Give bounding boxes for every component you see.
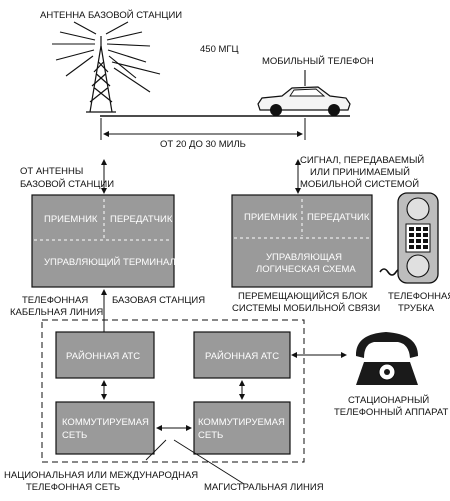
- car-icon: [257, 70, 351, 116]
- switched-right-label-1: КОММУТИРУЕМАЯ: [198, 417, 285, 428]
- signal-label-2: ИЛИ ПРИНИМАЕМЫЙ: [310, 166, 410, 178]
- switched-left-label-2: СЕТЬ: [62, 430, 87, 441]
- base-receiver-label: ПРИЕМНИК: [44, 214, 98, 225]
- network-label-1: НАЦИОНАЛЬНАЯ ИЛИ МЕЖДУНАРОДНАЯ: [4, 470, 198, 481]
- district-right-label: РАЙОННАЯ АТС: [205, 350, 279, 362]
- mobile-unit: [231, 194, 373, 288]
- control-terminal-label: УПРАВЛЯЮЩИЙ ТЕРМИНАЛ: [44, 256, 176, 268]
- frequency-label: 450 МГЦ: [200, 44, 239, 55]
- phone-line-label-2: КАБЕЛЬНАЯ ЛИНИЯ: [10, 307, 103, 318]
- district-exchange-left: [55, 331, 155, 379]
- logic-label-2: ЛОГИЧЕСКАЯ СХЕМА: [256, 264, 356, 275]
- from-antenna-label-2: БАЗОВОЙ СТАНЦИИ: [20, 178, 114, 190]
- switched-network-left: [55, 401, 155, 455]
- mobile-unit-label-1: ПЕРЕМЕЩАЮЩИЙСЯ БЛОК: [238, 290, 368, 302]
- switched-left-label-1: КОММУТИРУЕМАЯ: [62, 417, 149, 428]
- handset-label-1: ТЕЛЕФОННАЯ: [388, 291, 450, 302]
- district-exchange-right: [193, 331, 291, 379]
- switched-network-right: [193, 401, 291, 455]
- handset-label-2: ТРУБКА: [398, 303, 435, 314]
- signal-label-1: СИГНАЛ, ПЕРЕДАВАЕМЫЙ: [300, 154, 424, 166]
- logic-label-1: УПРАВЛЯЮЩАЯ: [266, 252, 342, 263]
- antenna-tower-icon: [86, 36, 116, 113]
- district-left-label: РАЙОННАЯ АТС: [66, 350, 140, 362]
- radio-waves-icon: [52, 21, 161, 93]
- distance-label: ОТ 20 ДО 30 МИЛЬ: [160, 139, 246, 150]
- base-transmitter-label: ПЕРЕДАТЧИК: [110, 214, 173, 225]
- distance-dimension: [100, 118, 306, 140]
- network-label-2: ТЕЛЕФОННАЯ СЕТЬ: [26, 482, 120, 493]
- network-leader-line: [145, 439, 167, 461]
- mobile-phone-label: МОБИЛЬНЫЙ ТЕЛЕФОН: [262, 55, 374, 67]
- trunk-line-label: МАГИСТРАЛЬНАЯ ЛИНИЯ: [204, 482, 324, 493]
- phone-line-label-1: ТЕЛЕФОННАЯ: [22, 295, 88, 306]
- base-station-label: БАЗОВАЯ СТАНЦИЯ: [112, 295, 205, 306]
- desk-telephone-icon: [355, 332, 418, 385]
- from-antenna-label-1: ОТ АНТЕННЫ: [20, 166, 83, 177]
- signal-label-3: МОБИЛЬНОЙ СИСТЕМОЙ: [300, 178, 419, 190]
- mobile-transmitter-label: ПЕРЕДАТЧИК: [307, 212, 370, 223]
- trunk-leader-line: [173, 439, 245, 485]
- base-station-unit: [31, 194, 175, 288]
- mobile-receiver-label: ПРИЕМНИК: [244, 212, 298, 223]
- switched-right-label-2: СЕТЬ: [198, 430, 223, 441]
- telephone-network-region: [41, 319, 305, 463]
- handset-icon: [379, 192, 439, 284]
- stationary-label-2: ТЕЛЕФОННЫЙ АППАРАТ: [334, 406, 448, 418]
- mobile-unit-label-2: СИСТЕМЫ МОБИЛЬНОЙ СВЯЗИ: [232, 302, 380, 314]
- stationary-label-1: СТАЦИОНАРНЫЙ: [348, 394, 429, 406]
- antenna-title-label: АНТЕННА БАЗОВОЙ СТАНЦИИ: [40, 9, 182, 21]
